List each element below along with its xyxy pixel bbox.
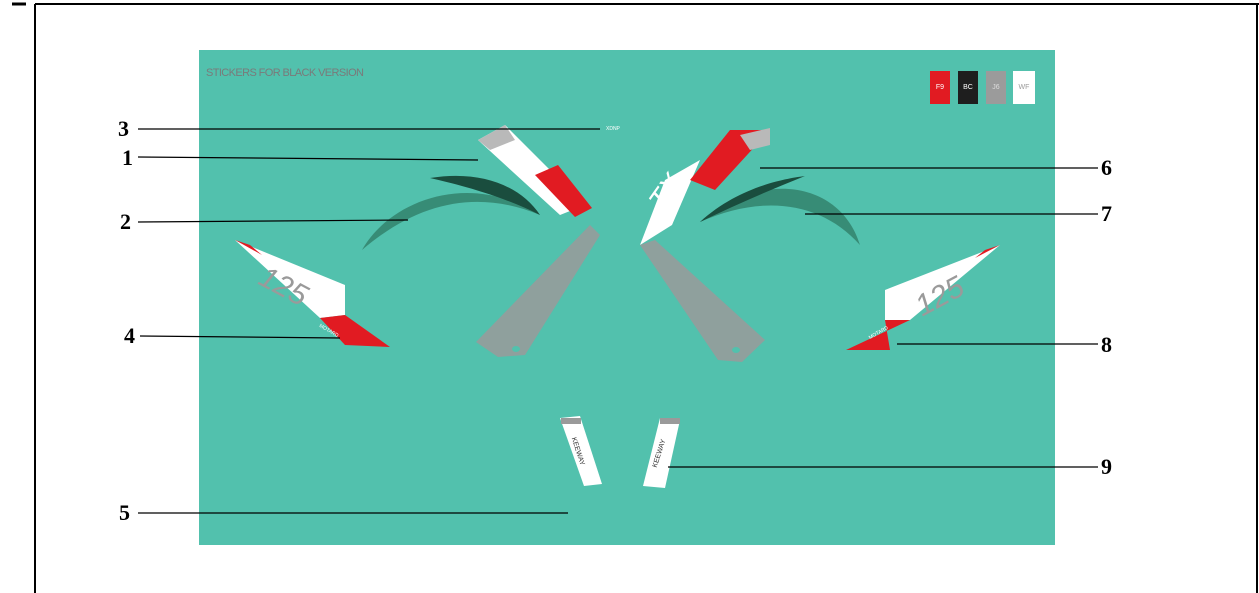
callout-number-2: 2 xyxy=(120,211,131,233)
color-swatch-bc: BC xyxy=(958,71,978,104)
part-code-label: XDNP xyxy=(606,126,620,132)
color-swatch-f9: F9 xyxy=(930,71,950,104)
side-panel-left-hole xyxy=(512,346,520,352)
callout-number-7: 7 xyxy=(1101,203,1112,225)
callout-number-4: 4 xyxy=(124,325,135,347)
color-code-label: BC xyxy=(963,84,973,91)
color-code-label: F9 xyxy=(936,84,944,91)
callout-number-5: 5 xyxy=(119,502,130,524)
callout-number-3: 3 xyxy=(118,118,129,140)
keeway-sticker-right-band xyxy=(660,418,680,424)
color-code-label: J6 xyxy=(992,84,999,91)
callout-number-9: 9 xyxy=(1101,456,1112,478)
callout-number-8: 8 xyxy=(1101,334,1112,356)
panel-title: STICKERS FOR BLACK VERSION xyxy=(206,67,363,79)
keeway-sticker-left-band xyxy=(561,418,581,424)
side-panel-right-hole xyxy=(732,347,740,353)
callout-number-6: 6 xyxy=(1101,157,1112,179)
color-swatch-wf: WF xyxy=(1013,71,1035,104)
color-code-label: WF xyxy=(1019,84,1030,91)
callout-number-1: 1 xyxy=(122,147,133,169)
color-swatch-j6: J6 xyxy=(986,71,1006,104)
